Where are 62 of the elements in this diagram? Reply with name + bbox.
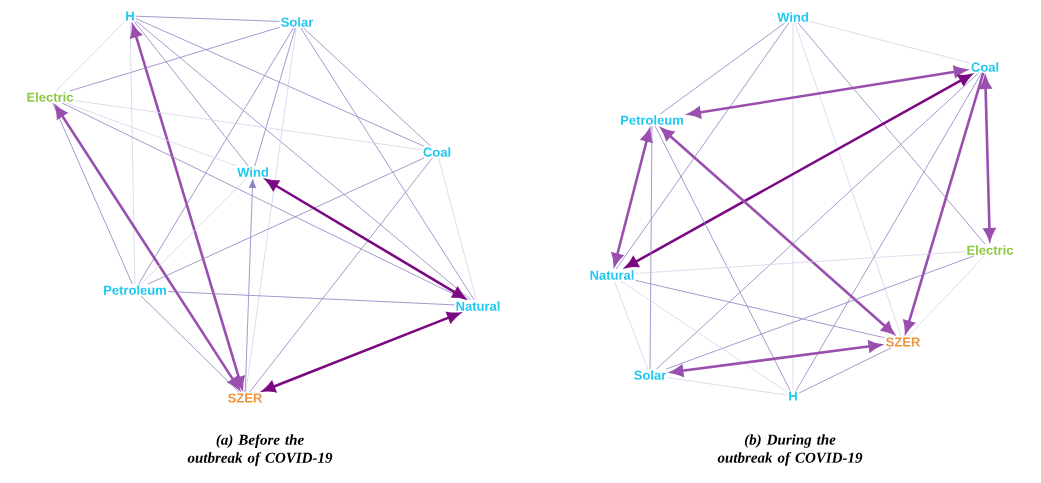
arrow — [265, 179, 466, 299]
connector-line — [794, 22, 902, 337]
connector-line — [135, 20, 472, 301]
connector-line — [167, 291, 455, 306]
node-label: Electric — [27, 92, 74, 102]
arrow — [979, 76, 996, 241]
node-label: Electric — [967, 245, 1014, 255]
connector-line — [635, 280, 885, 339]
connector-line — [138, 27, 294, 285]
node-label: Petroleum — [621, 115, 683, 125]
connector-line — [55, 21, 125, 92]
connector-line — [254, 27, 296, 167]
arrow — [130, 24, 245, 390]
node-label: Wind — [237, 167, 268, 177]
connector-line — [69, 26, 280, 92]
node-label: Coal — [423, 147, 451, 157]
arrow — [244, 179, 257, 393]
node-label: Solar — [281, 17, 314, 27]
connector-line — [300, 27, 475, 301]
connector-line — [245, 27, 297, 393]
connector-line — [798, 347, 892, 394]
connector-line — [140, 295, 240, 393]
arrow — [670, 340, 882, 377]
arrow — [903, 72, 985, 334]
connector-line — [667, 377, 788, 396]
connector-line — [52, 102, 133, 285]
connector-line — [908, 255, 985, 337]
connector-line — [61, 102, 467, 301]
connector-line — [135, 15, 280, 22]
connector-line — [654, 125, 791, 391]
node-label: SZER — [228, 393, 263, 403]
connector-line — [140, 177, 248, 285]
connector-line — [665, 255, 975, 370]
connector-line — [135, 18, 424, 147]
node-label: Wind — [777, 12, 808, 22]
node-label: SZER — [886, 337, 921, 347]
connector-line — [438, 157, 477, 301]
connector-line — [620, 280, 788, 393]
connector-line — [134, 21, 249, 167]
node-label: H — [789, 391, 797, 401]
arrow — [660, 127, 895, 335]
arrow — [55, 105, 240, 390]
connector-line — [615, 22, 790, 270]
node-label: Natural — [456, 301, 500, 311]
caption: (b) During the outbreak of COVID-19 — [717, 434, 863, 466]
node-label: Solar — [634, 370, 667, 380]
connector-line — [635, 251, 966, 274]
node-label: Natural — [590, 270, 634, 280]
connector-line — [303, 27, 431, 147]
arrow — [262, 311, 460, 393]
connector-line — [809, 21, 971, 64]
caption: (a) Before the outbreak of COVID-19 — [187, 434, 333, 466]
connector-line — [74, 100, 423, 151]
connector-line — [65, 102, 238, 167]
connector-line — [129, 21, 136, 285]
node-label: Coal — [971, 62, 999, 72]
connector-line — [613, 280, 649, 370]
connector-line — [656, 72, 979, 370]
connector-line — [147, 157, 425, 285]
node-label: Petroleum — [104, 285, 166, 295]
node-label: H — [126, 11, 134, 21]
connector-line — [249, 157, 433, 393]
